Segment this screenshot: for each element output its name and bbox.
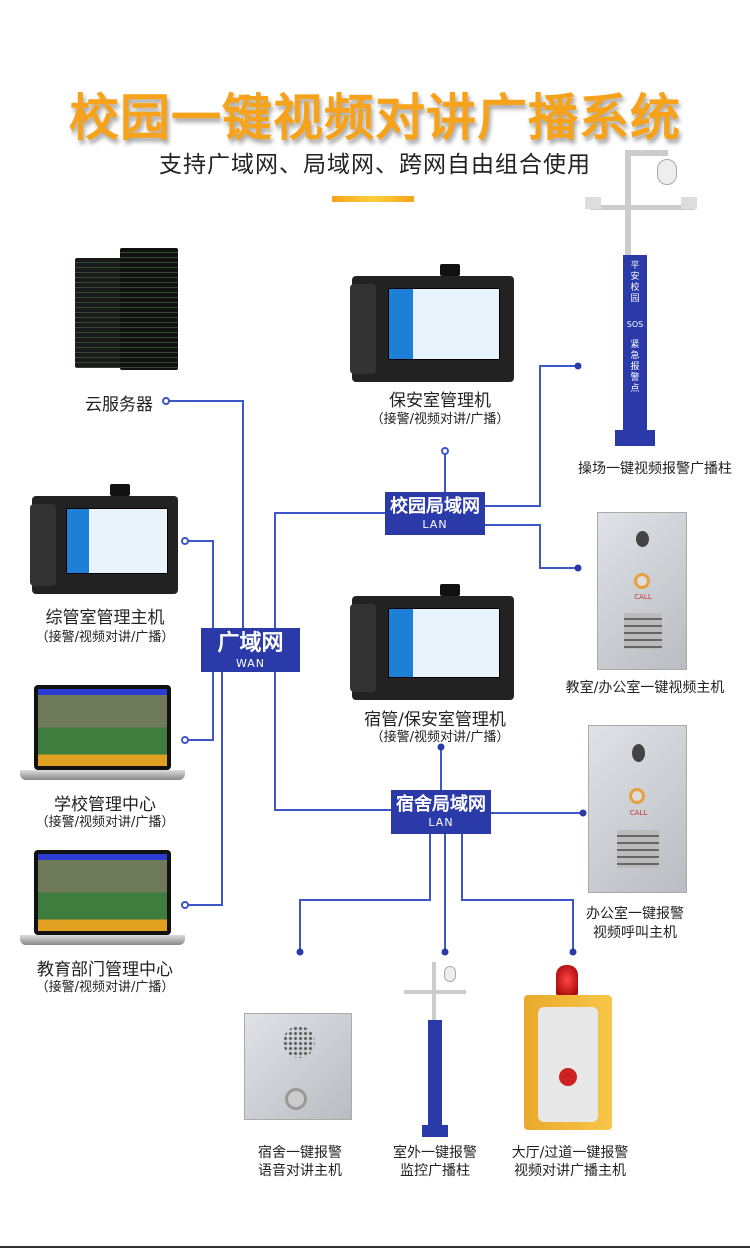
outdoor-pole-image (400, 960, 470, 1140)
security-terminal-label: 保安室管理机 (389, 391, 491, 411)
playground-pole-label: 操场一键视频报警广播柱 (578, 461, 732, 477)
school-center-sub: （接警/视频对讲/广播） (35, 815, 175, 830)
pole-sign-top: 平安校园 (630, 261, 640, 304)
admin-terminal-label: 综管室管理主机 (45, 608, 165, 628)
hall-kiosk-image (522, 965, 614, 1130)
dorm-terminal-image (350, 584, 514, 700)
office-panel-label-2: 视频呼叫主机 (593, 925, 677, 941)
classroom-panel-image: CALL (597, 512, 687, 670)
pole-sign-sos: SOS (626, 320, 644, 329)
outdoor-pole-label-1: 室外一键报警 (393, 1145, 477, 1161)
dorm-voice-label-2: 语音对讲主机 (258, 1163, 342, 1179)
playground-pole-image: 平安校园 SOS 紧急报警点 (585, 145, 700, 450)
campus-lan-name: 校园局域网 (390, 496, 480, 517)
office-panel-label-1: 办公室一键报警 (586, 906, 684, 922)
hall-kiosk-label-2: 视频对讲广播主机 (514, 1163, 626, 1179)
admin-terminal-image (30, 484, 178, 594)
dorm-lan-en: LAN (428, 816, 454, 829)
title-divider (332, 196, 414, 202)
outdoor-pole-label-2: 监控广播柱 (400, 1163, 470, 1179)
server-icon (75, 248, 180, 373)
edu-center-laptop-image (20, 850, 185, 945)
security-terminal-image (350, 264, 514, 382)
dorm-lan-box: 宿舍局域网 LAN (391, 790, 491, 834)
school-center-laptop-image (20, 685, 185, 780)
campus-lan-box: 校园局域网 LAN (385, 492, 485, 535)
pole-sign-bottom: 紧急报警点 (630, 340, 640, 394)
page-title: 校园一键视频对讲广播系统 (69, 89, 681, 147)
page-subtitle: 支持广域网、局域网、跨网自由组合使用 (159, 152, 591, 178)
call-text: CALL (629, 809, 648, 817)
dorm-lan-name: 宿舍局域网 (396, 794, 486, 815)
wan-name: 广域网 (217, 631, 284, 656)
hall-kiosk-label-1: 大厅/过道一键报警 (511, 1145, 629, 1161)
edu-center-sub: （接警/视频对讲/广播） (35, 980, 175, 995)
edu-center-label: 教育部门管理中心 (37, 960, 173, 980)
dorm-terminal-sub: （接警/视频对讲/广播） (370, 730, 510, 745)
dorm-voice-label-1: 宿舍一键报警 (258, 1145, 342, 1161)
office-panel-image: CALL (588, 725, 687, 893)
call-text: CALL (634, 593, 652, 601)
security-terminal-sub: （接警/视频对讲/广播） (370, 412, 510, 427)
dorm-terminal-label: 宿管/保安室管理机 (364, 710, 506, 730)
classroom-panel-label: 教室/办公室一键视频主机 (565, 680, 725, 696)
admin-terminal-sub: （接警/视频对讲/广播） (35, 630, 175, 645)
school-center-label: 学校管理中心 (54, 795, 156, 815)
campus-lan-en: LAN (422, 518, 448, 531)
wan-box: 广域网 WAN (201, 628, 300, 672)
dorm-voice-panel-image (244, 1013, 352, 1120)
cloud-server-label: 云服务器 (85, 395, 153, 415)
wan-en: WAN (235, 657, 266, 670)
